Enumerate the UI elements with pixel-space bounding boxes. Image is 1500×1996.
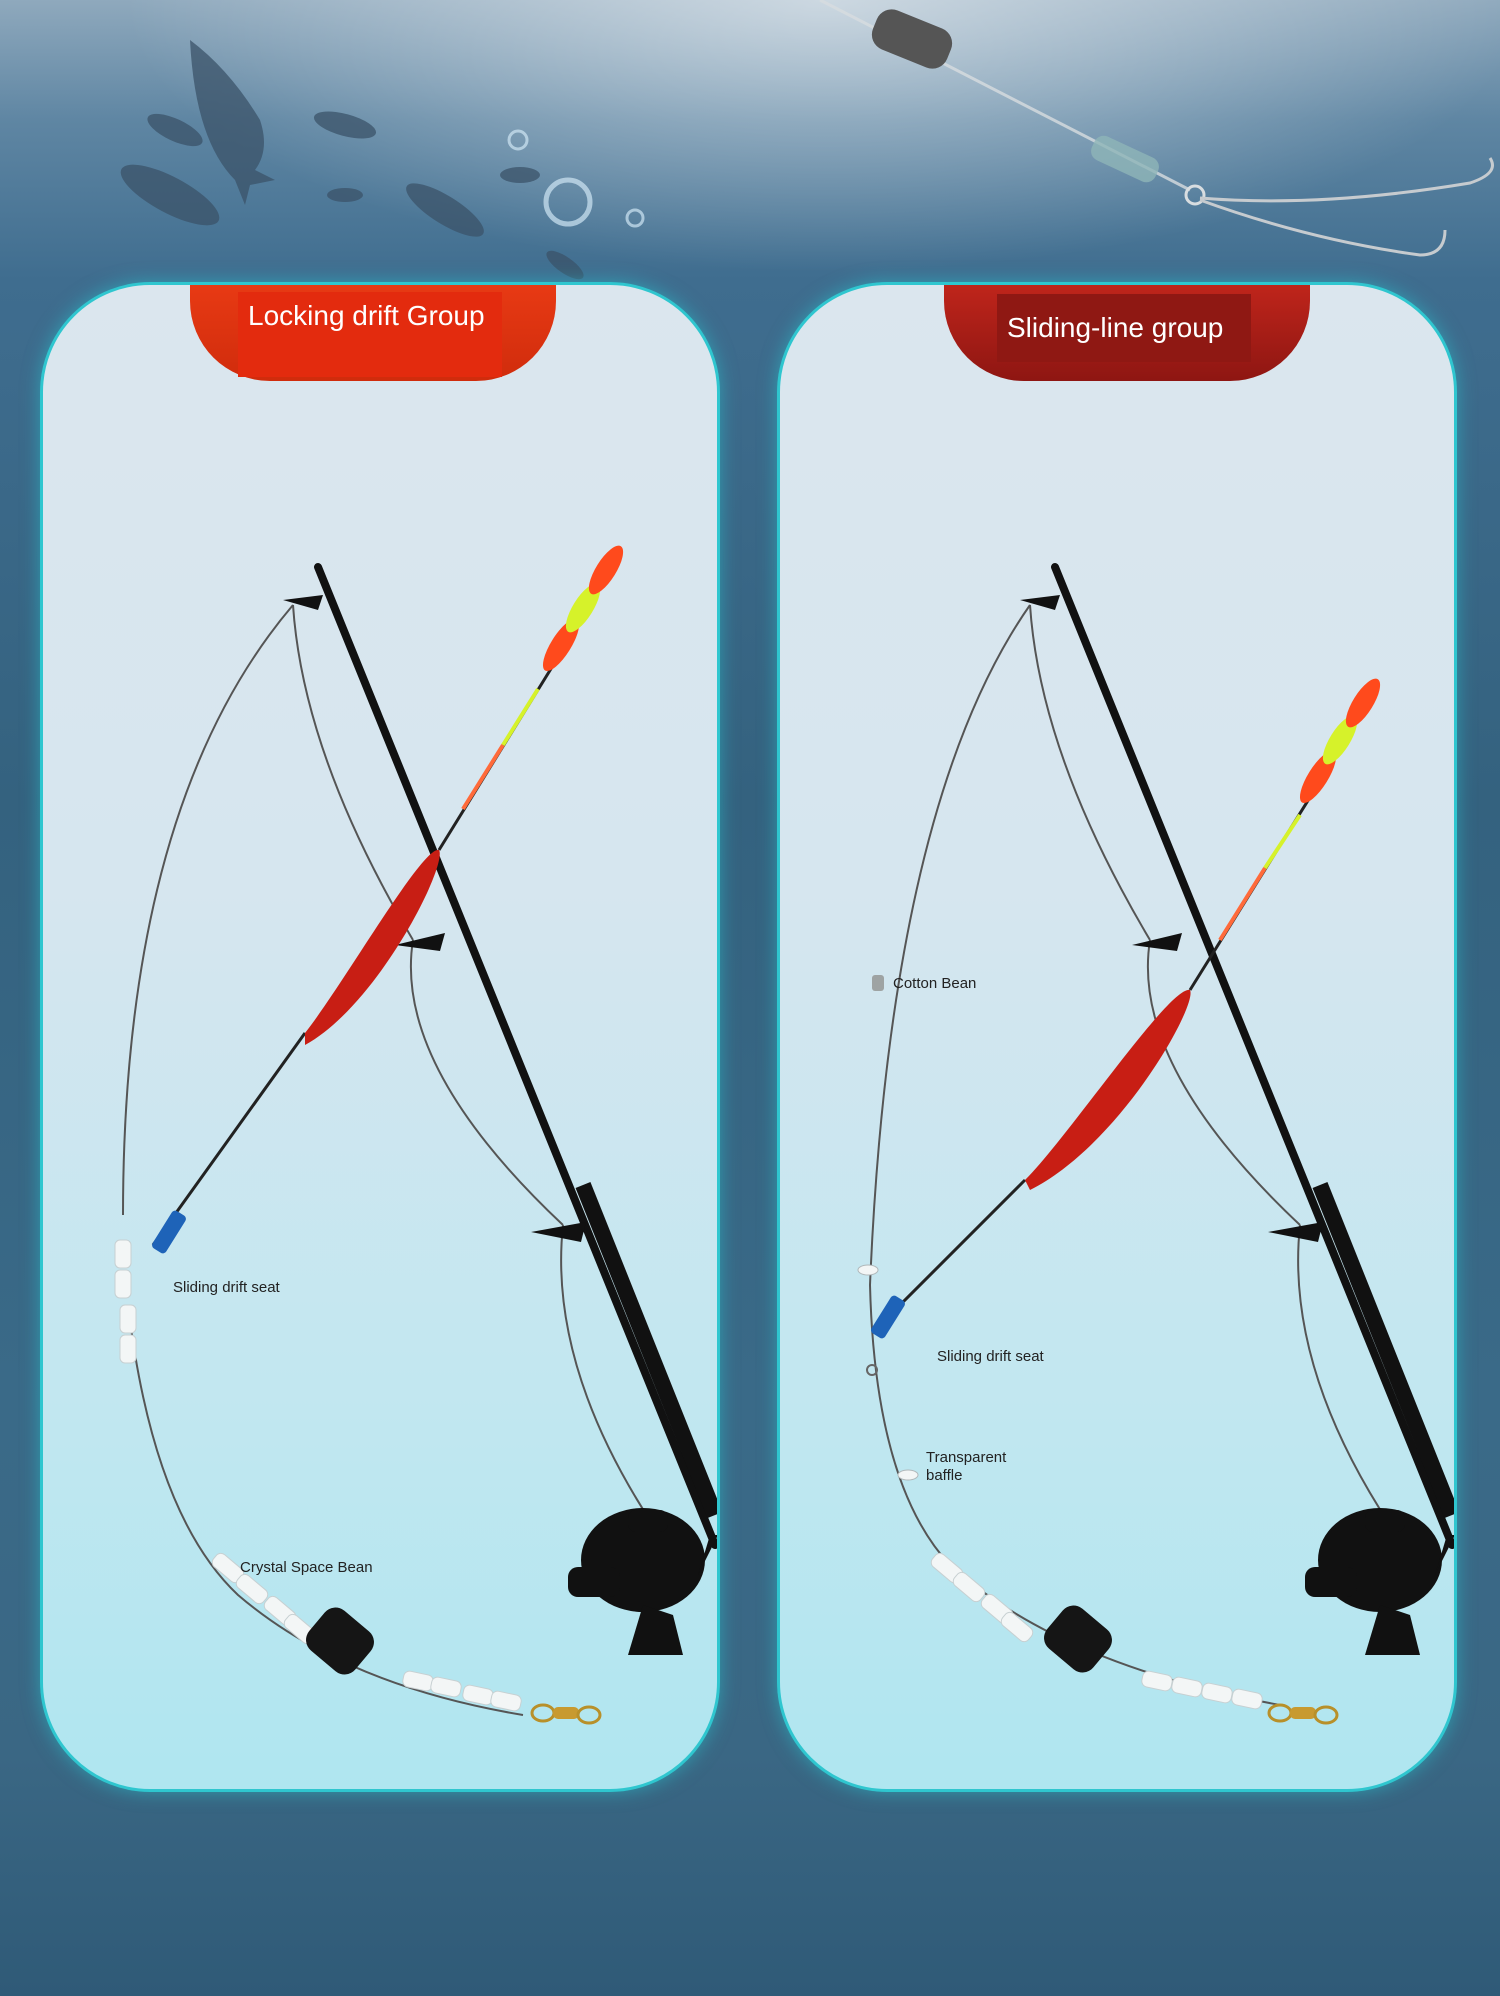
fishing-rod	[314, 563, 717, 1549]
callout-transparent-baffle-line1: Transparent	[926, 1449, 1007, 1466]
sinker-icon	[1044, 1605, 1112, 1673]
fishing-line	[1146, 939, 1301, 1226]
fishing-line	[1029, 604, 1151, 941]
fish	[190, 40, 275, 205]
sinker-icon	[306, 1607, 374, 1675]
rod-handle	[575, 1182, 717, 1518]
float-stem	[878, 1178, 1027, 1327]
fishing-line	[122, 604, 294, 1216]
crystal-space-beans	[114, 1239, 522, 1712]
fishing-rod	[1051, 563, 1454, 1549]
transparent-baffle-icon	[857, 1264, 879, 1276]
callout-cotton-bean: Cotton Bean	[893, 975, 977, 992]
fish	[546, 250, 584, 280]
bubbles	[507, 129, 645, 228]
swivel-icon	[530, 1703, 602, 1725]
fishing-line	[869, 604, 1031, 1286]
float-tip-segment	[588, 545, 624, 595]
rod-handle	[1312, 1182, 1454, 1518]
background-decoration	[120, 0, 1494, 280]
spinning-reel-icon	[568, 1508, 717, 1655]
float-tip-segment	[1322, 715, 1358, 765]
fishing-line	[1297, 1224, 1391, 1526]
callout-crystal-space-bean: Crystal Space Bean	[240, 1559, 373, 1576]
rod-guide-icon	[1132, 933, 1182, 951]
callout-sliding-drift-seat: Sliding drift seat	[173, 1279, 280, 1296]
float-tip-segment	[565, 583, 601, 633]
transparent-baffle-icon	[897, 1469, 919, 1481]
fish-school	[120, 40, 584, 280]
rod-guide-icon	[531, 1222, 586, 1242]
float-tip-segment	[1345, 678, 1381, 728]
swivel-icon	[1267, 1703, 1339, 1725]
rod-guide-icon	[395, 933, 445, 951]
fishing-line	[409, 939, 564, 1226]
sinker-icon	[871, 9, 953, 69]
callout-sliding-drift-seat: Sliding drift seat	[937, 1348, 1044, 1365]
left-panel-title: Locking drift Group	[238, 292, 502, 377]
right-panel-title: Sliding-line group	[997, 294, 1251, 362]
fish	[406, 183, 484, 237]
fish	[500, 167, 540, 183]
locking-drift-diagram	[114, 545, 717, 1725]
sliding-line-diagram	[857, 563, 1454, 1725]
callout-transparent-baffle-line2: baffle	[926, 1467, 963, 1484]
hook-icon	[1199, 198, 1447, 257]
locking-drift-panel: Sliding drift seat Crystal Space Bean	[40, 282, 720, 1792]
rod-guide-icon	[1020, 595, 1060, 610]
fishing-line	[127, 1304, 524, 1716]
cotton-bean-icon	[872, 975, 884, 991]
fishing-line	[292, 604, 414, 941]
fish	[313, 111, 377, 139]
fish	[327, 188, 363, 202]
fishing-line	[560, 1224, 654, 1526]
float-body	[1025, 989, 1191, 1190]
fish	[147, 113, 203, 147]
hook-icon	[1199, 157, 1494, 203]
sliding-line-panel: Cotton Bean Sliding drift seat Transpare…	[777, 282, 1457, 1792]
rod-guide-icon	[1268, 1222, 1323, 1242]
crystal-space-beans	[930, 1552, 1263, 1710]
top-rig	[819, 0, 1494, 257]
float-body	[305, 849, 440, 1045]
float-stem	[151, 1032, 307, 1246]
sliding-drift-seat-icon	[152, 1210, 186, 1254]
spinning-reel-icon	[1305, 1508, 1454, 1655]
rod-guide-icon	[283, 595, 323, 610]
fish	[120, 164, 220, 226]
sliding-drift-seat-icon	[871, 1295, 905, 1339]
